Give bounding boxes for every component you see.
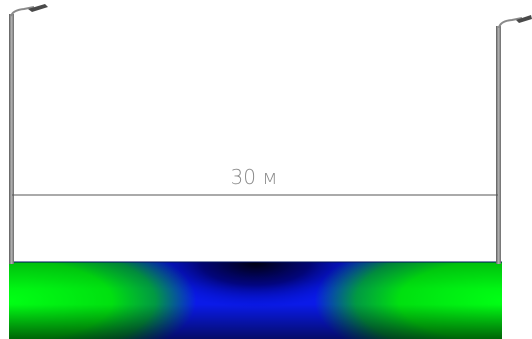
illuminance-map [9, 261, 502, 339]
lamp-head-left [28, 4, 48, 12]
street-lamp-icon [496, 15, 532, 264]
street-lamp-icon [9, 4, 48, 264]
distance-label: 30 м [231, 165, 278, 189]
lamp-head-right [516, 15, 532, 23]
lamp-arm-right [498, 17, 523, 29]
lamp-arm-left [10, 6, 35, 17]
lamp-pole-left [9, 14, 14, 264]
lamp-pole-right [496, 26, 501, 264]
road-shading [9, 262, 502, 339]
